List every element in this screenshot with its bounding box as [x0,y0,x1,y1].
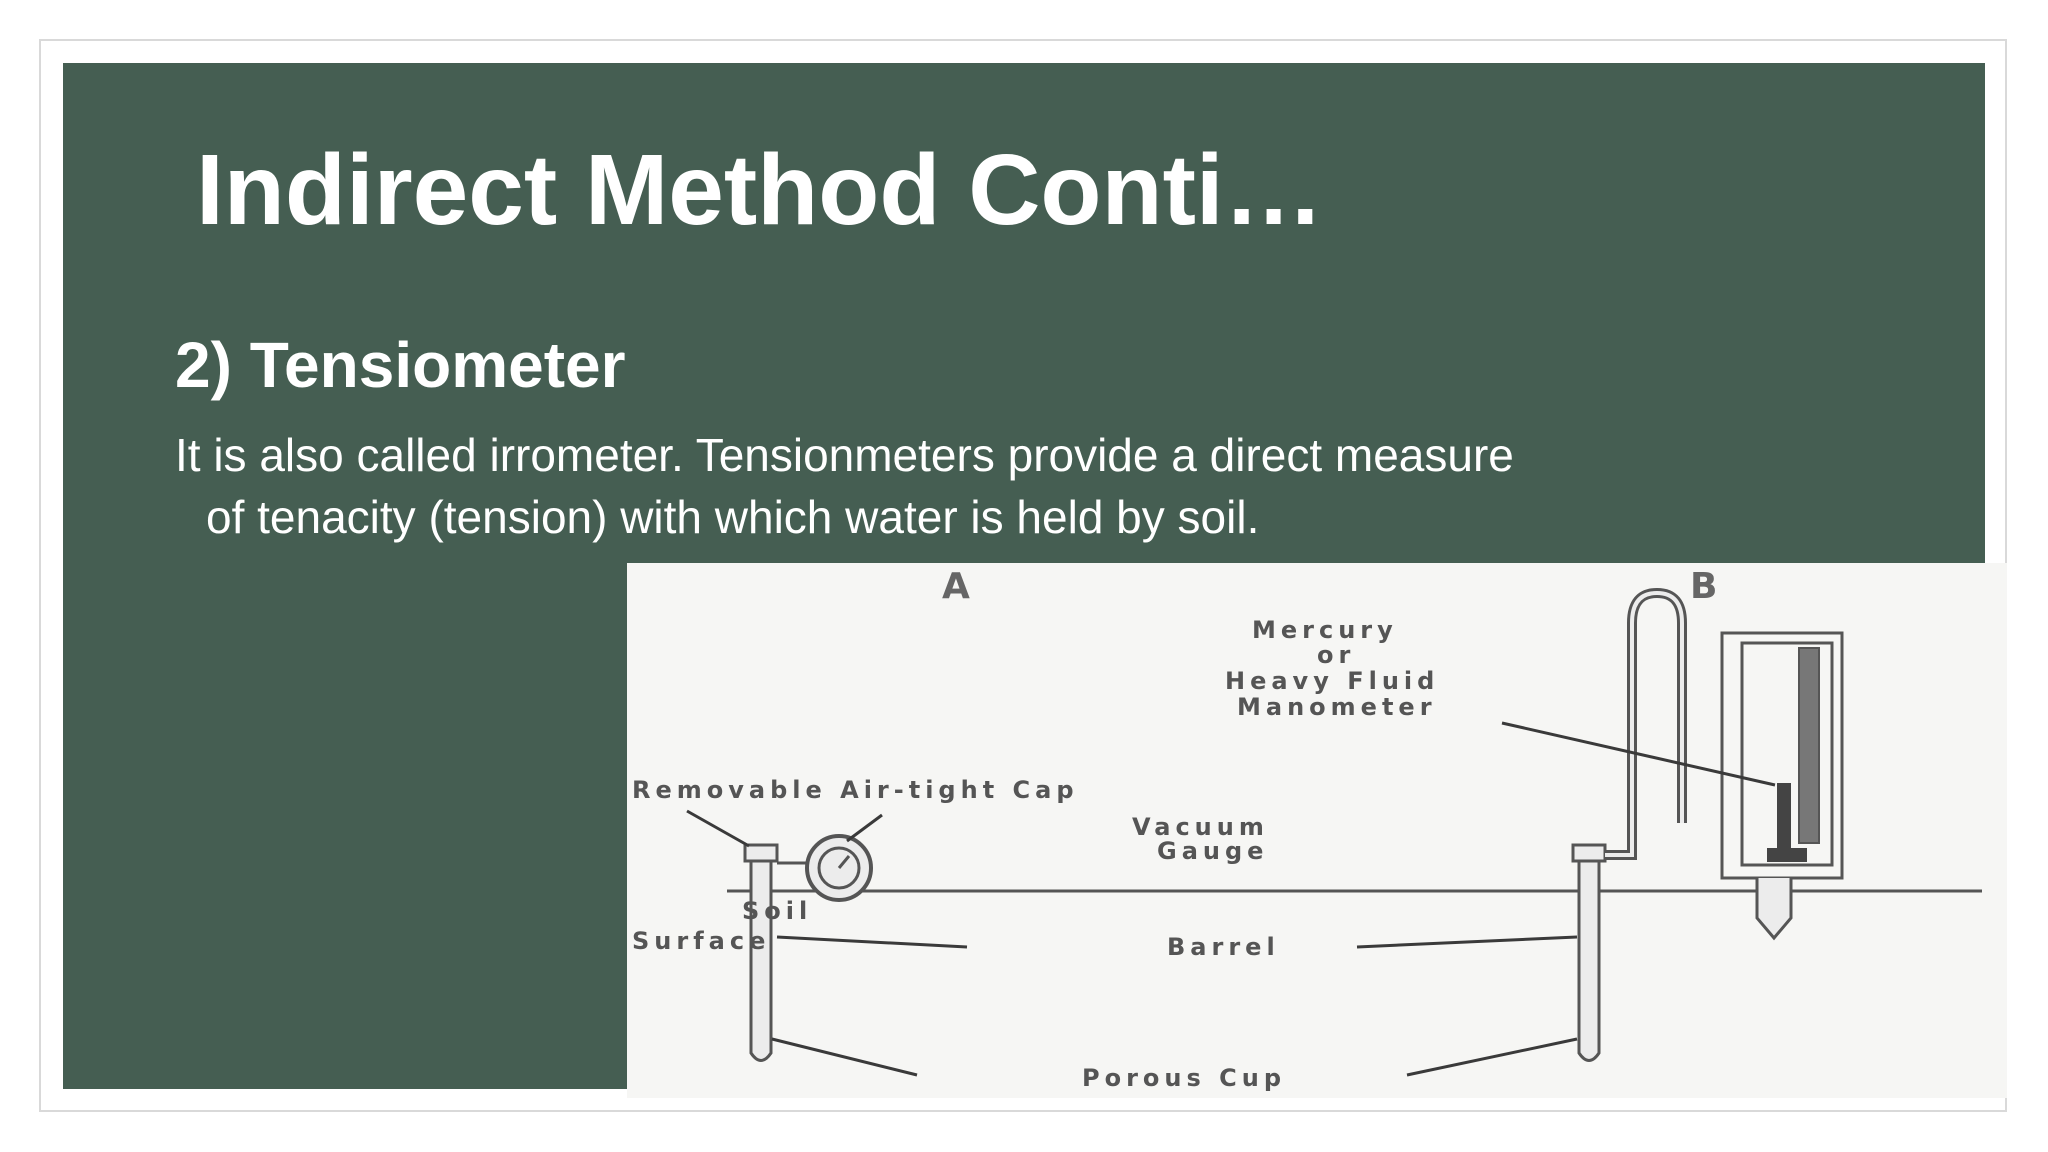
barrel-b [1577,859,1601,1062]
tensiometer-a [743,834,873,1062]
cap-label: Removable Air-tight Cap [632,776,1079,804]
mercury-label-4: Manometer [1237,693,1437,721]
gauge-needle [837,855,851,869]
label-b: B [1690,566,1717,607]
barrel-leader-a [776,935,968,949]
vacuum-label-1: Vacuum [1132,813,1269,841]
cup-label: Porous Cup [1082,1064,1286,1092]
gauge-leader [846,813,883,843]
manometer-stake [1755,878,1793,941]
manometer-tube [1605,587,1687,860]
mercury-label-3: Heavy Fluid [1225,667,1439,695]
mercury-label-2: or [1317,641,1355,669]
body-line-1: It is also called irrometer. Tensionmete… [175,429,1514,481]
manometer-tube-inner [1605,590,1684,857]
cap-b [1571,843,1607,863]
tensiometer-b [1571,587,1844,1062]
manometer-scale [1798,647,1820,844]
mercury-reservoir [1767,848,1807,862]
barrel-leader-b [1356,935,1578,949]
mercury-column [1777,783,1791,858]
cap-leader [686,809,750,848]
tensiometer-figure: A B Mercury or Heavy Fluid Manometer Rem… [632,566,1982,1092]
slide-title: Indirect Method Conti… [196,134,1324,246]
soil-label-2: Surface [632,927,770,955]
cap-a [743,843,779,863]
slide-subtitle: 2) Tensiometer [175,329,626,401]
gauge-dial [817,846,861,890]
barrel-label: Barrel [1167,933,1280,961]
barrel-a [749,859,773,1062]
vacuum-label-2: Gauge [1157,837,1268,865]
left-panel [63,563,627,1089]
manometer-leader [1501,721,1776,787]
tensiometer-diagram: A B Mercury or Heavy Fluid Manometer Rem… [627,563,2007,1098]
label-a: A [942,566,970,607]
cup-leader-b [1406,1037,1578,1077]
cup-leader-a [771,1037,918,1077]
slide-body: It is also called irrometer. Tensionmete… [175,424,1735,548]
title-panel [63,63,1985,563]
mercury-label-1: Mercury [1252,616,1398,644]
body-line-2: of tenacity (tension) with which water i… [206,491,1260,543]
manometer-board [1740,641,1834,867]
soil-label-1: Soil [742,897,812,925]
